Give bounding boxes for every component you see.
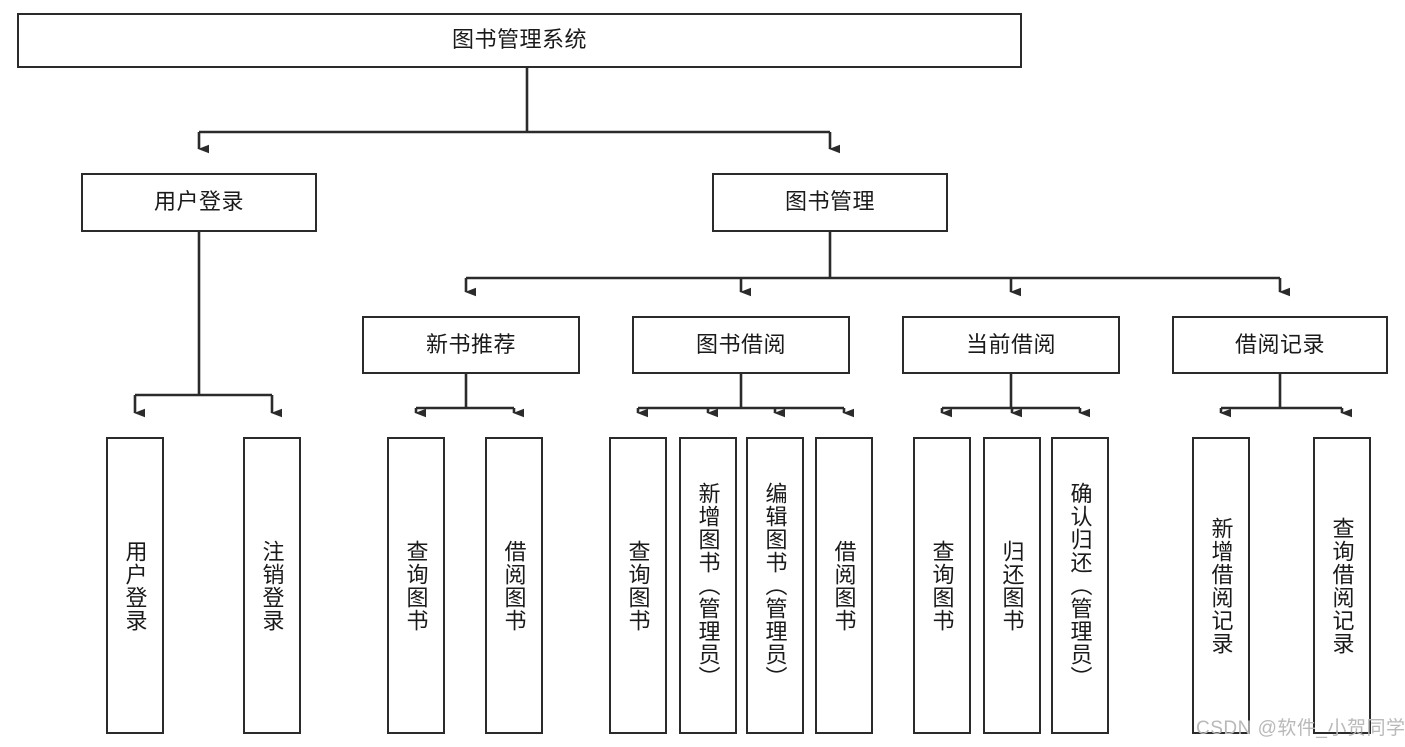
node-label: 查询图书	[403, 539, 429, 632]
node-label: 查询图书	[625, 539, 651, 632]
node-current-borrow[interactable]: 当前借阅	[902, 316, 1120, 374]
node-label: 图书管理	[784, 189, 875, 215]
node-user-login[interactable]: 用户登录	[81, 173, 317, 232]
node-leaf-query-book-2[interactable]: 查询图书	[609, 437, 667, 734]
node-label: 借阅记录	[1234, 331, 1325, 357]
node-label: 查询借阅记录	[1329, 516, 1355, 655]
node-leaf-query-book-1[interactable]: 查询图书	[387, 437, 445, 734]
node-label: 借阅图书	[831, 539, 857, 632]
node-leaf-user-login[interactable]: 用户登录	[106, 437, 164, 734]
node-book-borrow[interactable]: 图书借阅	[632, 316, 850, 374]
node-label: 图书管理系统	[451, 27, 587, 53]
node-leaf-query-record[interactable]: 查询借阅记录	[1313, 437, 1371, 734]
node-label: 当前借阅	[965, 331, 1056, 357]
node-leaf-return-book[interactable]: 归还图书	[983, 437, 1041, 734]
node-label: 查询图书	[929, 539, 955, 632]
node-root[interactable]: 图书管理系统	[17, 13, 1022, 68]
connector-lines	[133, 68, 1352, 418]
node-label: 借阅图书	[501, 539, 527, 632]
node-new-book-rec[interactable]: 新书推荐	[362, 316, 580, 374]
node-leaf-borrow-book-1[interactable]: 借阅图书	[485, 437, 543, 734]
node-label: 用户登录	[122, 539, 148, 632]
node-leaf-add-book[interactable]: 新增图书（管理员）	[679, 437, 737, 734]
node-leaf-add-record[interactable]: 新增借阅记录	[1192, 437, 1250, 734]
node-leaf-borrow-book-2[interactable]: 借阅图书	[815, 437, 873, 734]
node-label: 归还图书	[999, 539, 1025, 632]
node-label: 图书借阅	[695, 331, 786, 357]
node-label: 新增图书（管理员）	[695, 482, 721, 689]
node-leaf-edit-book[interactable]: 编辑图书（管理员）	[746, 437, 804, 734]
node-leaf-query-book-3[interactable]: 查询图书	[913, 437, 971, 734]
node-book-manage[interactable]: 图书管理	[712, 173, 948, 232]
node-label: 确认归还（管理员）	[1067, 482, 1093, 689]
node-borrow-record[interactable]: 借阅记录	[1172, 316, 1388, 374]
node-leaf-logout[interactable]: 注销登录	[243, 437, 301, 734]
node-label: 新增借阅记录	[1208, 516, 1234, 655]
node-label: 新书推荐	[425, 331, 516, 357]
node-label: 注销登录	[259, 539, 285, 632]
node-label: 编辑图书（管理员）	[762, 482, 788, 689]
node-label: 用户登录	[153, 189, 244, 215]
node-leaf-confirm-return[interactable]: 确认归还（管理员）	[1051, 437, 1109, 734]
